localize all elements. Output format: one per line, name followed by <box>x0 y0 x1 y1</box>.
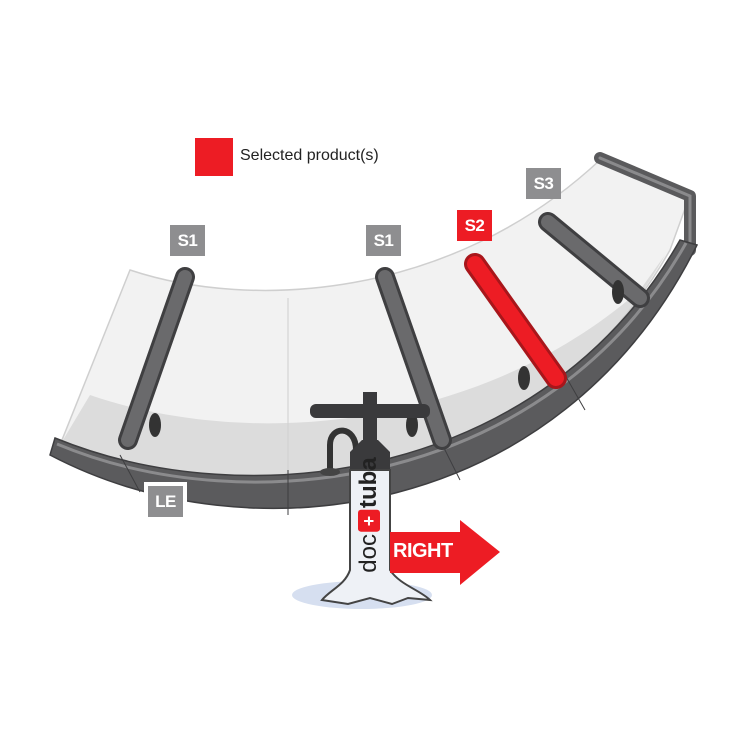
direction-label: RIGHT <box>393 540 453 562</box>
canopy-shade <box>60 255 665 477</box>
strut-s1-mid[interactable] <box>375 267 452 450</box>
plus-circle-icon: + <box>358 509 380 532</box>
strut-s3[interactable] <box>538 212 650 308</box>
tag-s1-mid: S1 <box>366 225 401 256</box>
tag-le: LE <box>148 486 183 517</box>
leading-edge-tube <box>49 239 699 510</box>
brand-doc: doc <box>355 533 382 573</box>
strut-s2-selected[interactable] <box>464 253 567 390</box>
pump <box>292 392 433 609</box>
legend-label: Selected product(s) <box>240 147 379 164</box>
legend-swatch <box>195 138 233 176</box>
tag-s2-selected: S2 <box>457 210 492 241</box>
brand-tuba: tuba <box>355 457 382 508</box>
tag-s1-left: S1 <box>170 225 205 256</box>
tag-s3: S3 <box>526 168 561 199</box>
pump-brand: doc + tuba <box>355 457 383 572</box>
strut-s1-left[interactable] <box>118 267 195 450</box>
right-arrow <box>390 520 500 585</box>
